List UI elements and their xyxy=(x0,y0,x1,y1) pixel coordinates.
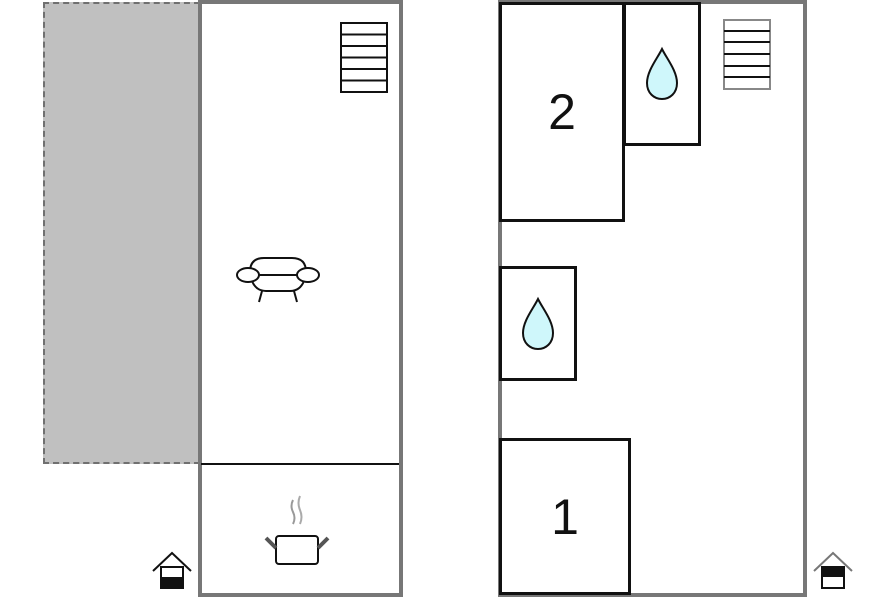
kitchen-divider-wall xyxy=(201,463,399,465)
bedroom-1-label: 1 xyxy=(551,488,579,545)
stairs-icon xyxy=(340,22,388,93)
bedroom-1: 1 xyxy=(499,438,631,595)
bedroom-2-label: 2 xyxy=(548,84,576,140)
water-drop-icon xyxy=(521,296,555,351)
terrace-area xyxy=(43,2,200,464)
stairs-icon xyxy=(723,19,771,90)
entrance-house-icon xyxy=(813,551,853,589)
bedroom-2: 2 xyxy=(499,2,625,222)
ground-floor-outer-wall xyxy=(198,0,403,597)
cooking-pot-icon xyxy=(264,495,330,565)
water-drop-icon xyxy=(645,46,679,101)
sofa-icon xyxy=(236,257,320,303)
entrance-house-icon xyxy=(152,551,192,589)
terrace-bottom-dash xyxy=(43,462,200,464)
